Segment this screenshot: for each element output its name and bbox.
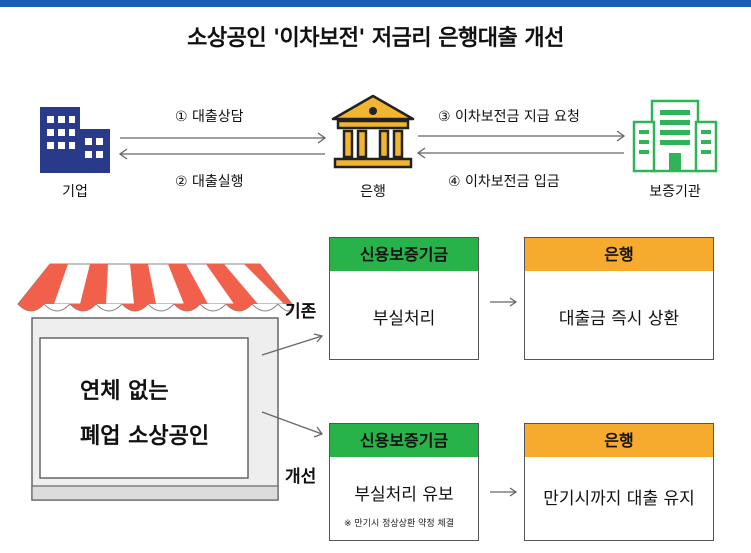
improved-bank-box: 은행 만기시까지 대출 유지 xyxy=(524,423,714,541)
top-accent-bar xyxy=(0,0,751,7)
improved-fund-body: 부실처리 유보 xyxy=(354,485,454,505)
flow-step3-label: ③ 이차보전금 지급 요청 xyxy=(438,109,580,125)
improved-fund-note: ※ 만기시 정상상환 약정 체결 xyxy=(344,519,455,529)
company-label: 기업 xyxy=(62,184,88,200)
arrow-existing-path xyxy=(261,335,323,356)
store-text-line1: 연체 없는 xyxy=(80,379,169,404)
existing-fund-box: 신용보증기금 부실처리 xyxy=(329,237,479,360)
guarantor-building-icon xyxy=(632,99,718,173)
improved-fund-box: 신용보증기금 부실처리 유보 ※ 만기시 정상상환 약정 체결 xyxy=(329,423,479,541)
flow-step4-label: ④ 이차보전금 입금 xyxy=(448,174,560,190)
existing-label: 기존 xyxy=(285,302,317,322)
existing-bank-header: 은행 xyxy=(525,238,713,271)
flow-step2-label: ② 대출실행 xyxy=(175,174,244,190)
arrow-improved-path xyxy=(261,411,323,435)
improved-fund-header: 신용보증기금 xyxy=(330,424,478,457)
guarantor-label: 보증기관 xyxy=(649,184,701,200)
existing-fund-header: 신용보증기금 xyxy=(330,238,478,271)
improved-bank-header: 은행 xyxy=(525,424,713,457)
storefront-icon xyxy=(16,263,294,501)
existing-bank-body: 대출금 즉시 상환 xyxy=(558,309,680,329)
bank-label: 은행 xyxy=(360,184,386,200)
company-building-icon xyxy=(40,107,110,173)
existing-fund-body: 부실처리 xyxy=(372,309,436,329)
existing-bank-box: 은행 대출금 즉시 상환 xyxy=(524,237,714,360)
page-title: 소상공인 '이차보전' 저금리 은행대출 개선 xyxy=(187,26,564,51)
store-text-line2: 폐업 소상공인 xyxy=(80,424,210,449)
improved-label: 개선 xyxy=(285,467,317,487)
flow-step1-label: ① 대출상담 xyxy=(175,109,244,125)
improved-bank-body: 만기시까지 대출 유지 xyxy=(543,489,695,509)
bank-building-icon xyxy=(331,94,415,169)
